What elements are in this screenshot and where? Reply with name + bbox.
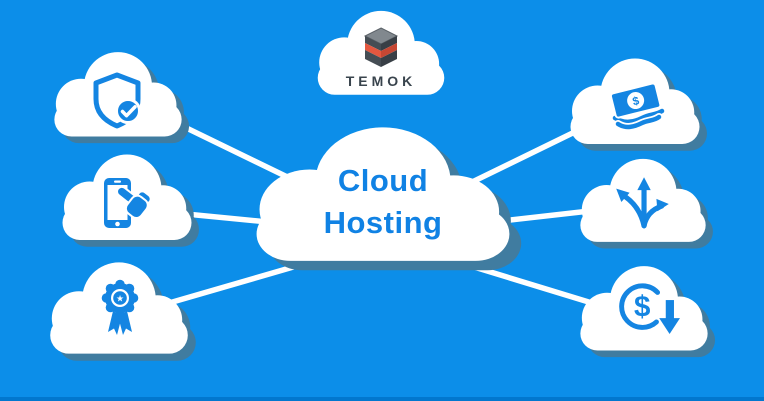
hub-title-line1: Cloud bbox=[337, 163, 429, 198]
layered-cube-icon bbox=[363, 27, 399, 67]
dollar-down-arrow-icon: $ bbox=[619, 283, 680, 334]
three-way-arrows-icon bbox=[616, 177, 669, 229]
bottom-edge-strip bbox=[0, 397, 764, 401]
circle-dollar-sign: $ bbox=[634, 290, 650, 323]
award-ribbon-icon: ★ bbox=[101, 279, 139, 335]
shield-check-icon bbox=[93, 72, 141, 129]
hub-title-line2: Hosting bbox=[323, 205, 443, 240]
brand-name: TEMOK bbox=[345, 73, 417, 89]
bill-dollar-sign: $ bbox=[631, 95, 641, 108]
hub-title: Cloud Hosting bbox=[236, 160, 530, 244]
award-star: ★ bbox=[116, 293, 124, 303]
money-bill-icon: $ bbox=[609, 82, 666, 131]
phone-touch-icon bbox=[104, 178, 152, 228]
